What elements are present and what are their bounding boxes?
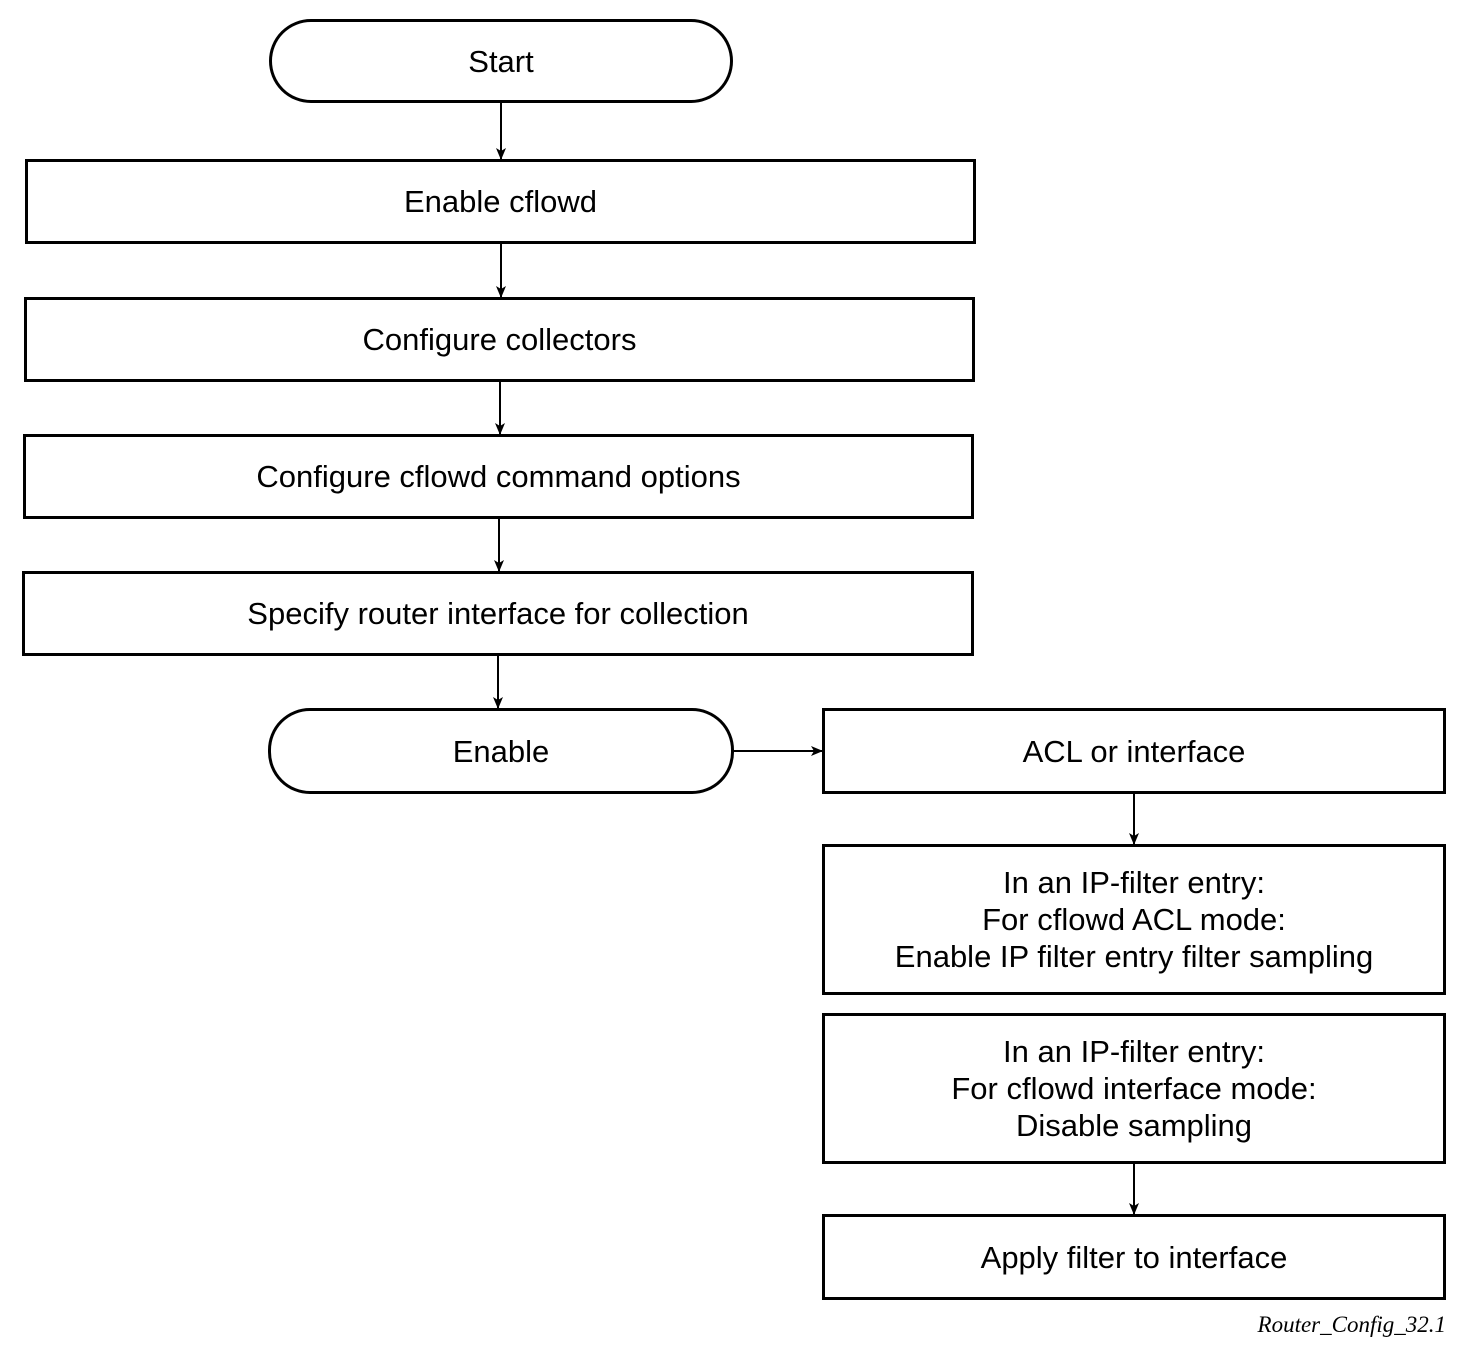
- specify-interface-label: Specify router interface for collection: [247, 596, 749, 631]
- enable-terminal: Enable: [268, 708, 734, 794]
- configure-options-step: Configure cflowd command options: [23, 434, 974, 519]
- acl-mode-label: In an IP-filter entry: For cflowd ACL mo…: [894, 865, 1374, 974]
- apply-filter-step: Apply filter to interface: [822, 1214, 1446, 1300]
- configure-collectors-step: Configure collectors: [24, 297, 975, 382]
- enable-label: Enable: [452, 733, 550, 769]
- apply-filter-label: Apply filter to interface: [980, 1239, 1288, 1275]
- start-terminal: Start: [269, 19, 733, 103]
- interface-mode-step: In an IP-filter entry: For cflowd interf…: [822, 1013, 1446, 1164]
- specify-interface-step: Specify router interface for collection: [22, 571, 974, 656]
- start-label: Start: [468, 43, 534, 79]
- configure-collectors-label: Configure collectors: [362, 322, 637, 357]
- enable-cflowd-step: Enable cflowd: [25, 159, 976, 244]
- interface-mode-label: In an IP-filter entry: For cflowd interf…: [951, 1034, 1317, 1143]
- acl-or-interface-step: ACL or interface: [822, 708, 1446, 794]
- figure-caption: Router_Config_32.1: [1257, 1312, 1446, 1337]
- configure-options-label: Configure cflowd command options: [256, 459, 741, 494]
- acl-mode-step: In an IP-filter entry: For cflowd ACL mo…: [822, 844, 1446, 995]
- acl-or-interface-label: ACL or interface: [1022, 733, 1246, 769]
- enable-cflowd-label: Enable cflowd: [403, 184, 597, 219]
